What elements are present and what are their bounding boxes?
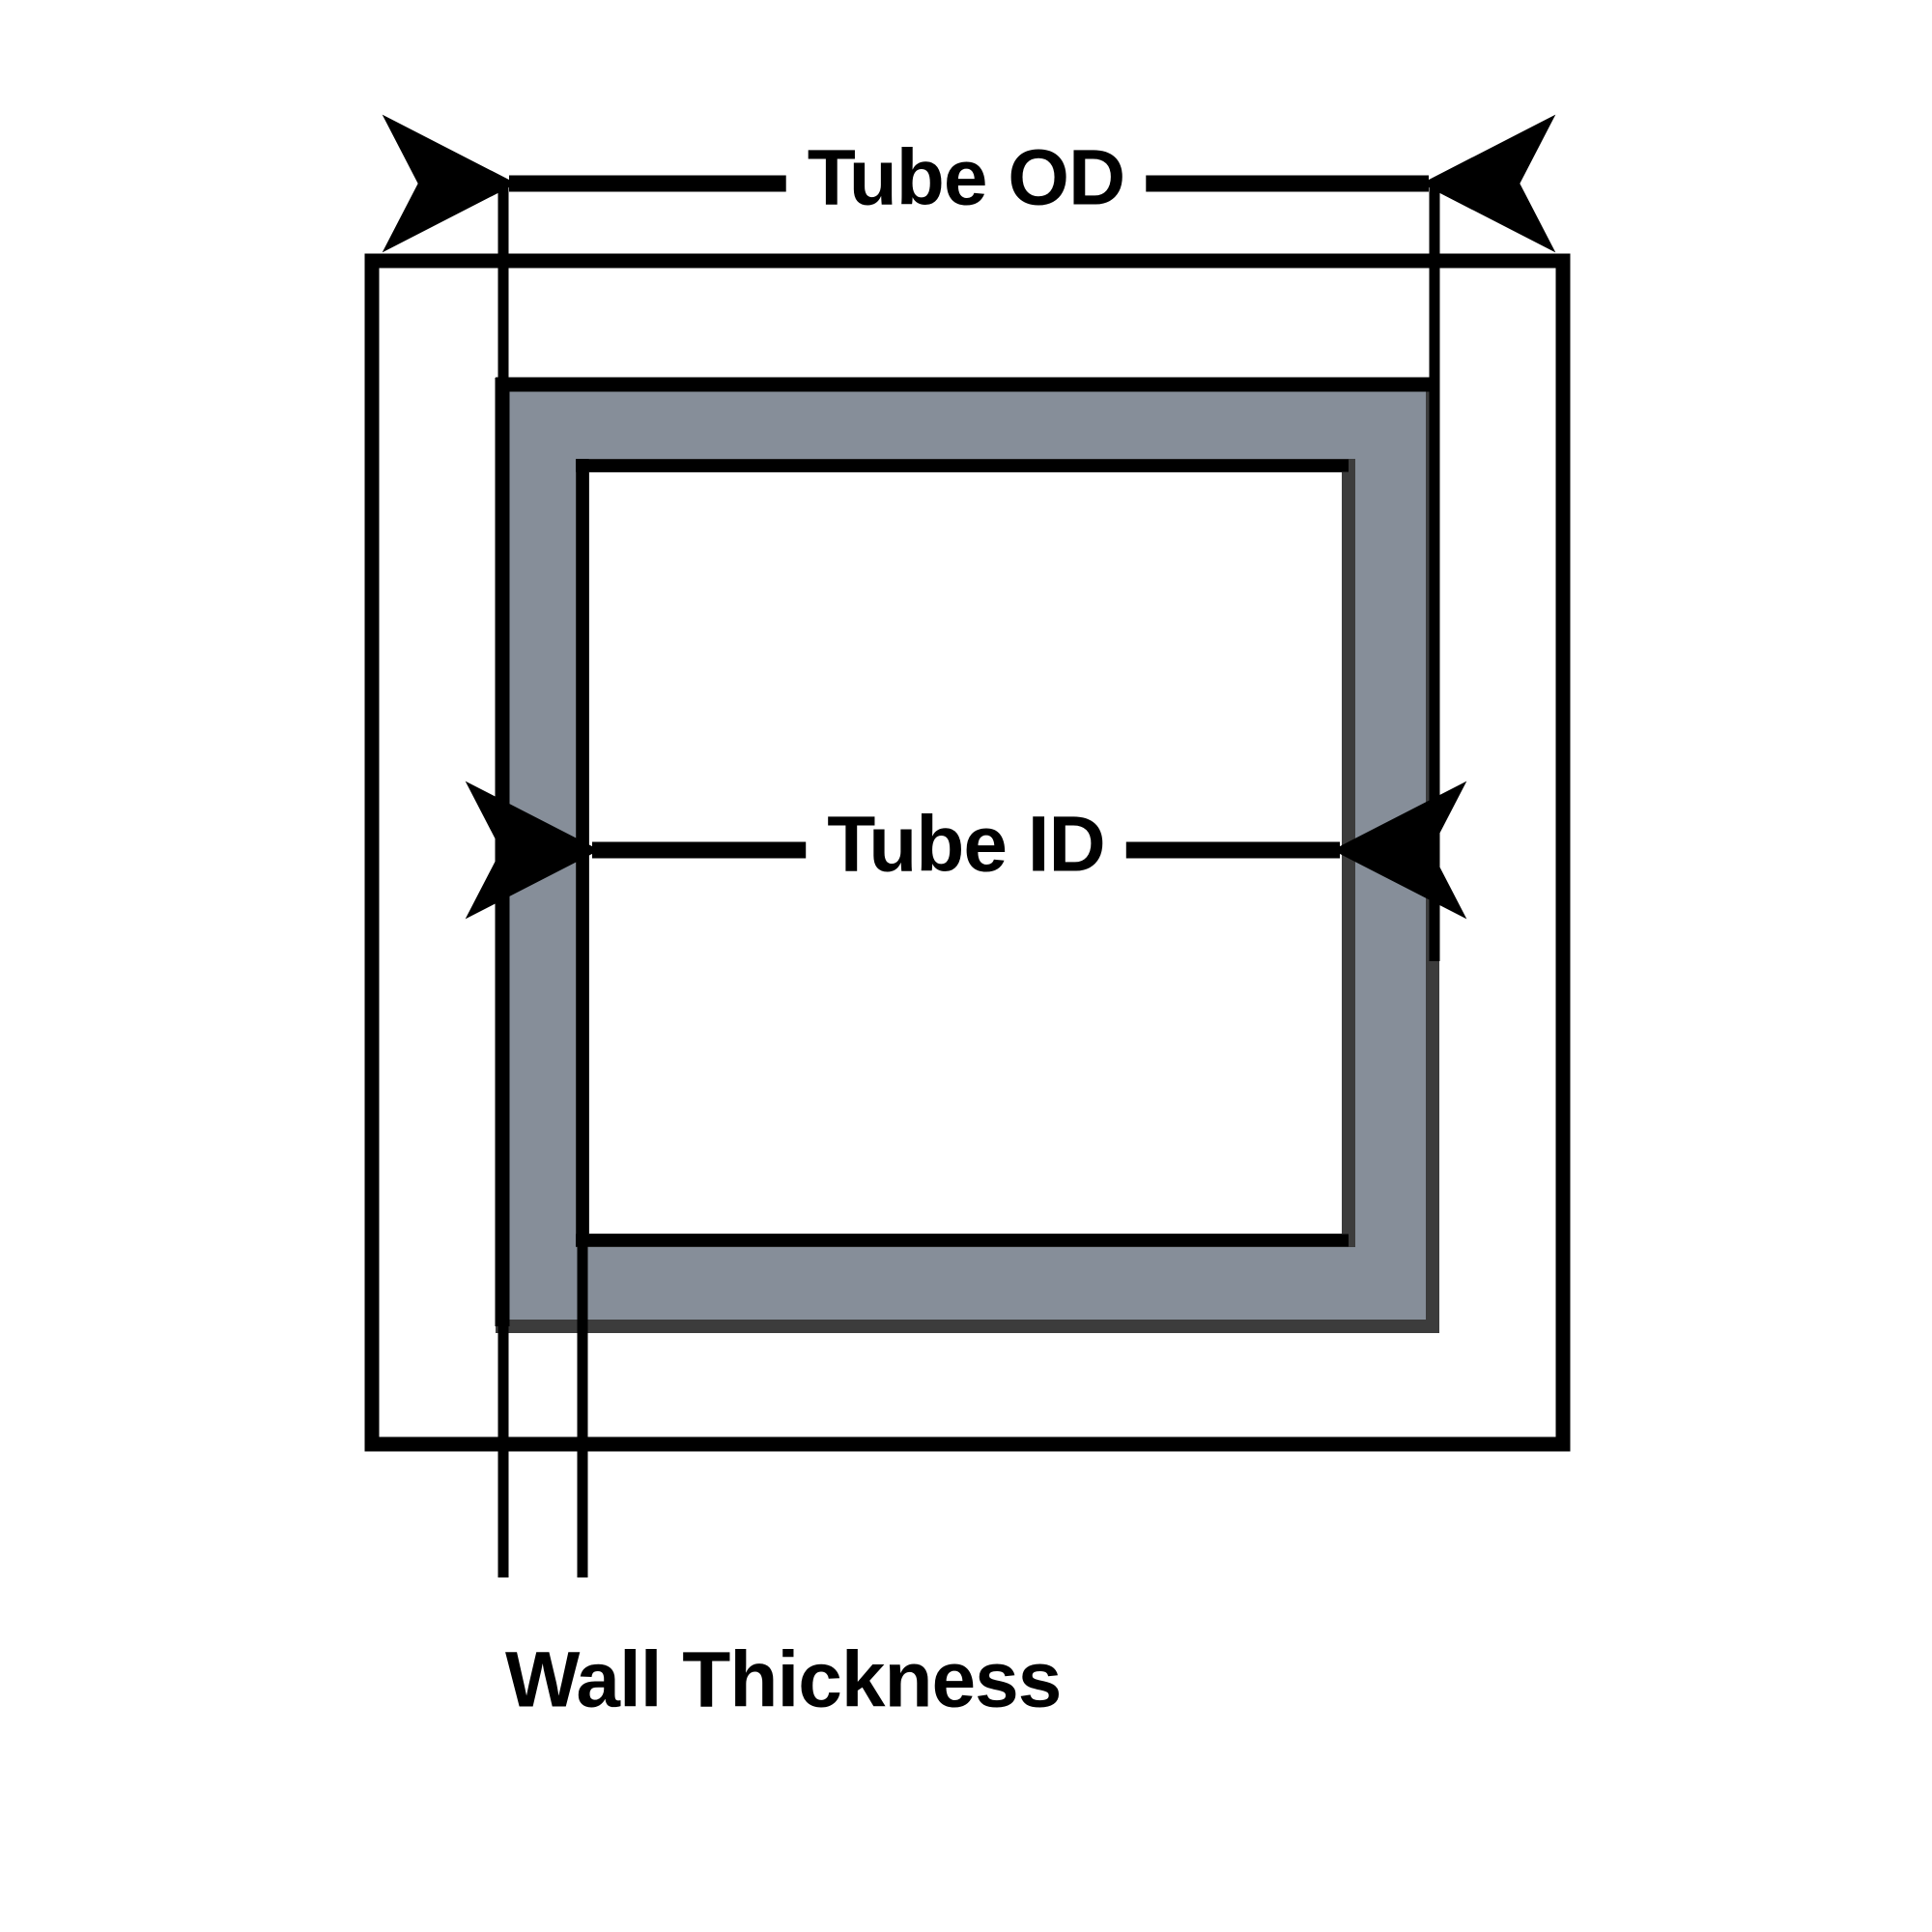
dimension-wall-thickness: Wall Thickness <box>505 1636 1062 1724</box>
tube-od-label: Tube OD <box>808 134 1125 222</box>
tube-id-label: Tube ID <box>827 801 1105 889</box>
wall-thickness-label: Wall Thickness <box>505 1636 1061 1724</box>
outer-rect-shape <box>364 253 1571 1452</box>
dimension-tube-od: Tube OD <box>382 114 1556 253</box>
dimension-tube-id: Tube ID <box>465 781 1467 920</box>
outer-reference-rectangle <box>364 253 1571 1452</box>
